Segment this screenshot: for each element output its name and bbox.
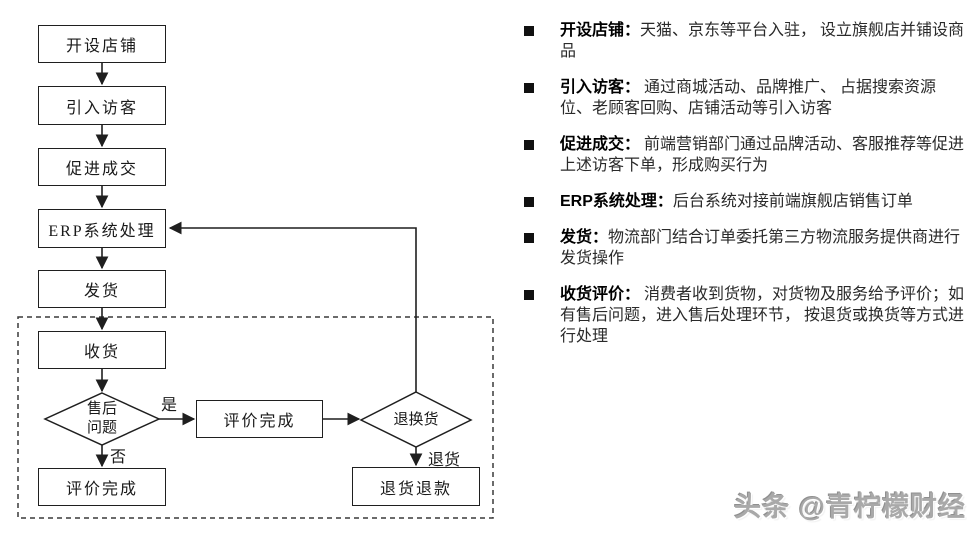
bullet-body: 消费者收到货物，对货物及服务给予评价；如有售后问题，进入售后处理环节， 按退货或… [560,286,965,345]
list-item: 收货评价： 消费者收到货物，对货物及服务给予评价；如有售后问题，进入售后处理环节… [516,284,968,347]
square-bullet-icon [524,197,534,207]
list-item: ERP系统处理：后台系统对接前端旗舰店销售订单 [516,191,968,212]
node-review-done-bottom: 评价完成 [38,468,166,506]
square-bullet-icon [524,140,534,150]
aftersale-issue-diamond [43,392,161,446]
edge-label-yes: 是 [161,397,178,414]
node-ship-goods: 发货 [38,270,166,308]
flowchart-connectors [17,63,494,519]
square-bullet-icon [524,290,534,300]
node-attract-visitors: 引入访客 [38,86,166,125]
node-receive-goods: 收货 [38,331,166,369]
bullet-label: 引入访客： [560,79,641,96]
bullet-body: 后台系统对接前端旗舰店销售订单 [672,193,913,210]
bullet-text: 开设店铺：天猫、京东等平台入驻， 设立旗舰店并铺设商品 [544,20,968,62]
description-list: 开设店铺：天猫、京东等平台入驻， 设立旗舰店并铺设商品 引入访客： 通过商城活动… [516,20,968,362]
bullet-body: 天猫、京东等平台入驻， 设立旗舰店并铺设商品 [560,22,965,60]
bullet-text: 引入访客： 通过商城活动、品牌推广、 占据搜索资源位、老顾客回购、店铺活动等引入… [544,77,968,119]
square-bullet-icon [524,26,534,36]
bullet-label: 促进成交： [560,136,641,153]
bullet-label: 收货评价： [560,286,641,303]
edge-label-no: 否 [110,449,127,466]
flowchart-panel: 开设店铺 引入访客 促进成交 ERP系统处理 发货 收货 评价完成 评价完成 退… [17,25,494,519]
bullet-text: 收货评价： 消费者收到货物，对货物及服务给予评价；如有售后问题，进入售后处理环节… [544,284,968,347]
aftersale-issue-label: 售后问题 [86,401,117,436]
return-exchange-label: 退换货 [393,411,439,428]
bullet-text: ERP系统处理：后台系统对接前端旗舰店销售订单 [544,191,913,212]
aftersale-dashed-region [17,316,494,519]
node-promote-deal: 促进成交 [38,148,166,186]
list-item: 开设店铺：天猫、京东等平台入驻， 设立旗舰店并铺设商品 [516,20,968,62]
list-item: 促进成交： 前端营销部门通过品牌活动、客服推荐等促进上述访客下单，形成购买行为 [516,134,968,176]
bullet-text: 发货：物流部门结合订单委托第三方物流服务提供商进行发货操作 [544,227,968,269]
bullet-body: 物流部门结合订单委托第三方物流服务提供商进行发货操作 [560,229,961,267]
square-bullet-icon [524,233,534,243]
edge-label-return: 退货 [428,452,461,469]
bullet-body: 通过商城活动、品牌推广、 占据搜索资源位、老顾客回购、店铺活动等引入访客 [560,79,937,117]
bullet-label: 开设店铺： [560,22,641,39]
bullet-body: 前端营销部门通过品牌活动、客服推荐等促进上述访客下单，形成购买行为 [560,136,965,174]
node-open-store: 开设店铺 [38,25,166,63]
list-item: 发货：物流部门结合订单委托第三方物流服务提供商进行发货操作 [516,227,968,269]
square-bullet-icon [524,83,534,93]
edge-return-to-erp-feedback [168,221,417,392]
bullet-label: 发货： [560,229,609,246]
bullet-text: 促进成交： 前端营销部门通过品牌活动、客服推荐等促进上述访客下单，形成购买行为 [544,134,968,176]
watermark: 头条 @青柠檬财经 [734,492,966,522]
node-review-done-mid: 评价完成 [196,400,323,438]
node-return-refund: 退货退款 [352,467,480,506]
list-item: 引入访客： 通过商城活动、品牌推广、 占据搜索资源位、老顾客回购、店铺活动等引入… [516,77,968,119]
node-erp-processing: ERP系统处理 [38,209,166,248]
bullet-label: ERP系统处理： [560,193,673,210]
return-exchange-diamond [359,391,473,448]
